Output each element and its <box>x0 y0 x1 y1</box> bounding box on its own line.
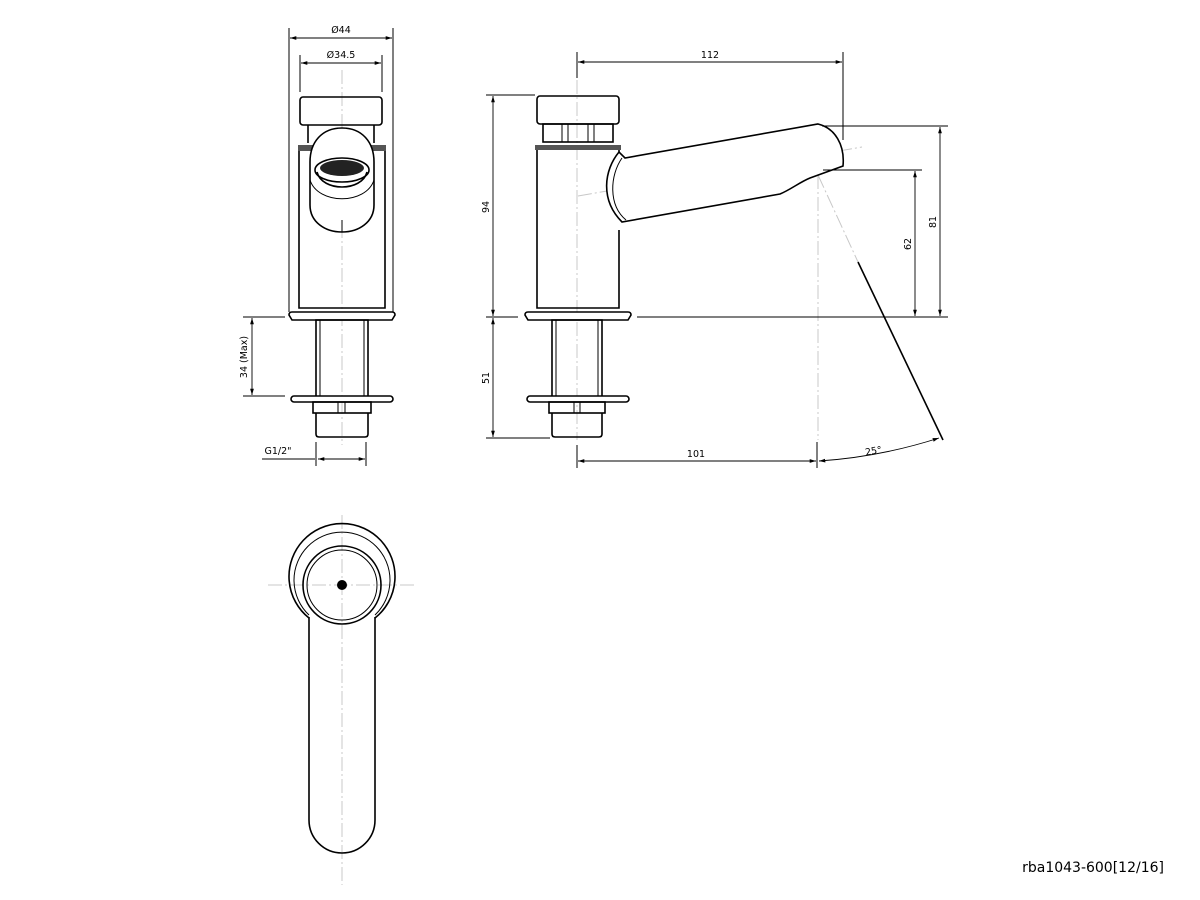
dim-spray-angle: 25° <box>864 445 882 459</box>
side-view <box>486 52 948 468</box>
top-view <box>268 515 416 885</box>
dim-reach: 112 <box>701 50 719 61</box>
dim-thread-length: 34 (Max) <box>239 336 250 378</box>
dim-outlet-height: 62 <box>903 238 914 250</box>
dim-total-height: 94 <box>481 201 492 213</box>
dim-thread-size: G1/2" <box>264 446 291 457</box>
dim-shank-length: 51 <box>481 372 492 384</box>
dim-outlet-height-top: 81 <box>928 216 939 228</box>
drawing-code: rba1043-600[12/16] <box>1022 860 1164 876</box>
dim-inner-diameter: Ø34.5 <box>327 50 356 61</box>
front-view <box>243 28 396 466</box>
dim-outlet-projection: 101 <box>687 449 705 460</box>
dim-outer-diameter: Ø44 <box>331 25 351 36</box>
